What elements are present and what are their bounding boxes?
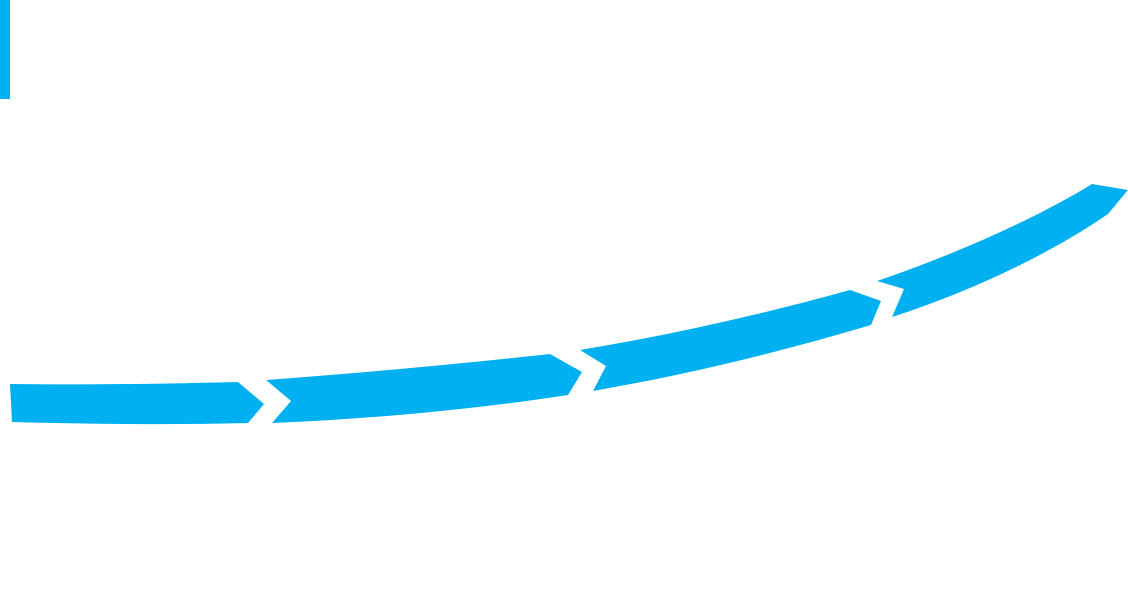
process-segment-4 — [877, 184, 1128, 317]
process-segment-2 — [266, 354, 582, 423]
process-segment-1 — [10, 382, 264, 425]
accent-bar — [0, 0, 10, 99]
process-segment-3 — [580, 290, 881, 391]
